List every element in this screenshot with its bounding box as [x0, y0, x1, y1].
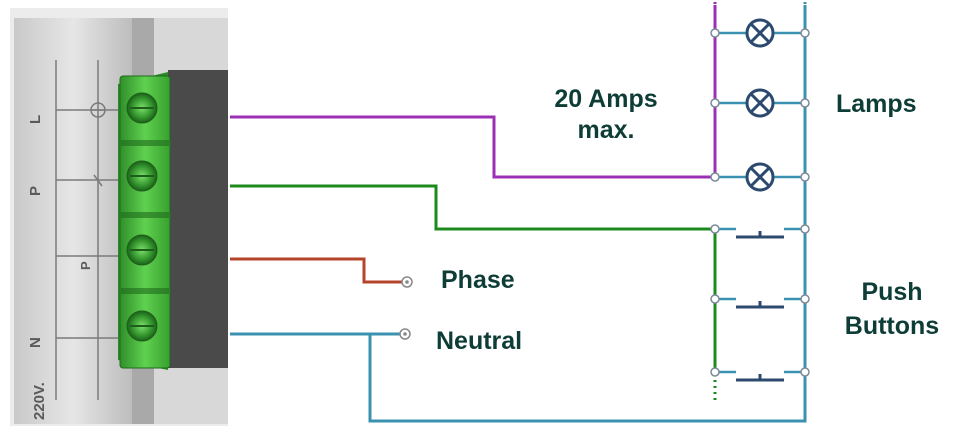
lamps-label: Lamps — [836, 90, 917, 118]
phase-wire — [230, 257, 402, 284]
lamp-icon — [715, 162, 805, 192]
push-buttons-label-line2: Buttons — [845, 312, 939, 340]
push-button-icon — [715, 227, 805, 239]
lamp-row — [715, 18, 805, 192]
terminal-screw-icon — [126, 92, 158, 342]
green-terminal-block — [118, 72, 171, 370]
device-panel: L P P N 220V. — [10, 8, 228, 426]
amps-label-line1: 20 Amps — [554, 85, 657, 113]
panel-print-labels: L P P N 220V. — [27, 115, 93, 420]
push-buttons-label-line1: Push — [861, 278, 922, 306]
lamp-icon — [715, 18, 805, 48]
push-button-row — [715, 227, 805, 382]
terminal-label-l: L — [27, 115, 44, 124]
terminal-screw-icon — [399, 276, 413, 340]
phase-label: Phase — [441, 266, 515, 294]
junction-nodes — [710, 28, 810, 377]
push-button-icon — [715, 297, 805, 309]
neutral-label: Neutral — [436, 327, 522, 355]
neutral-return-wire — [368, 5, 807, 423]
lamp-icon — [715, 88, 805, 118]
terminal-label-p-top: P — [27, 186, 44, 196]
voltage-label: 220V. — [31, 382, 48, 420]
amps-label-line2: max. — [578, 116, 635, 144]
push-button-wire — [230, 184, 717, 372]
lamp-wire — [230, 5, 717, 179]
panel-face — [14, 18, 132, 424]
terminal-label-p-mid: P — [78, 261, 93, 270]
terminal-label-n: N — [27, 337, 44, 348]
terminal-slot — [168, 70, 228, 368]
push-button-icon — [715, 370, 805, 382]
